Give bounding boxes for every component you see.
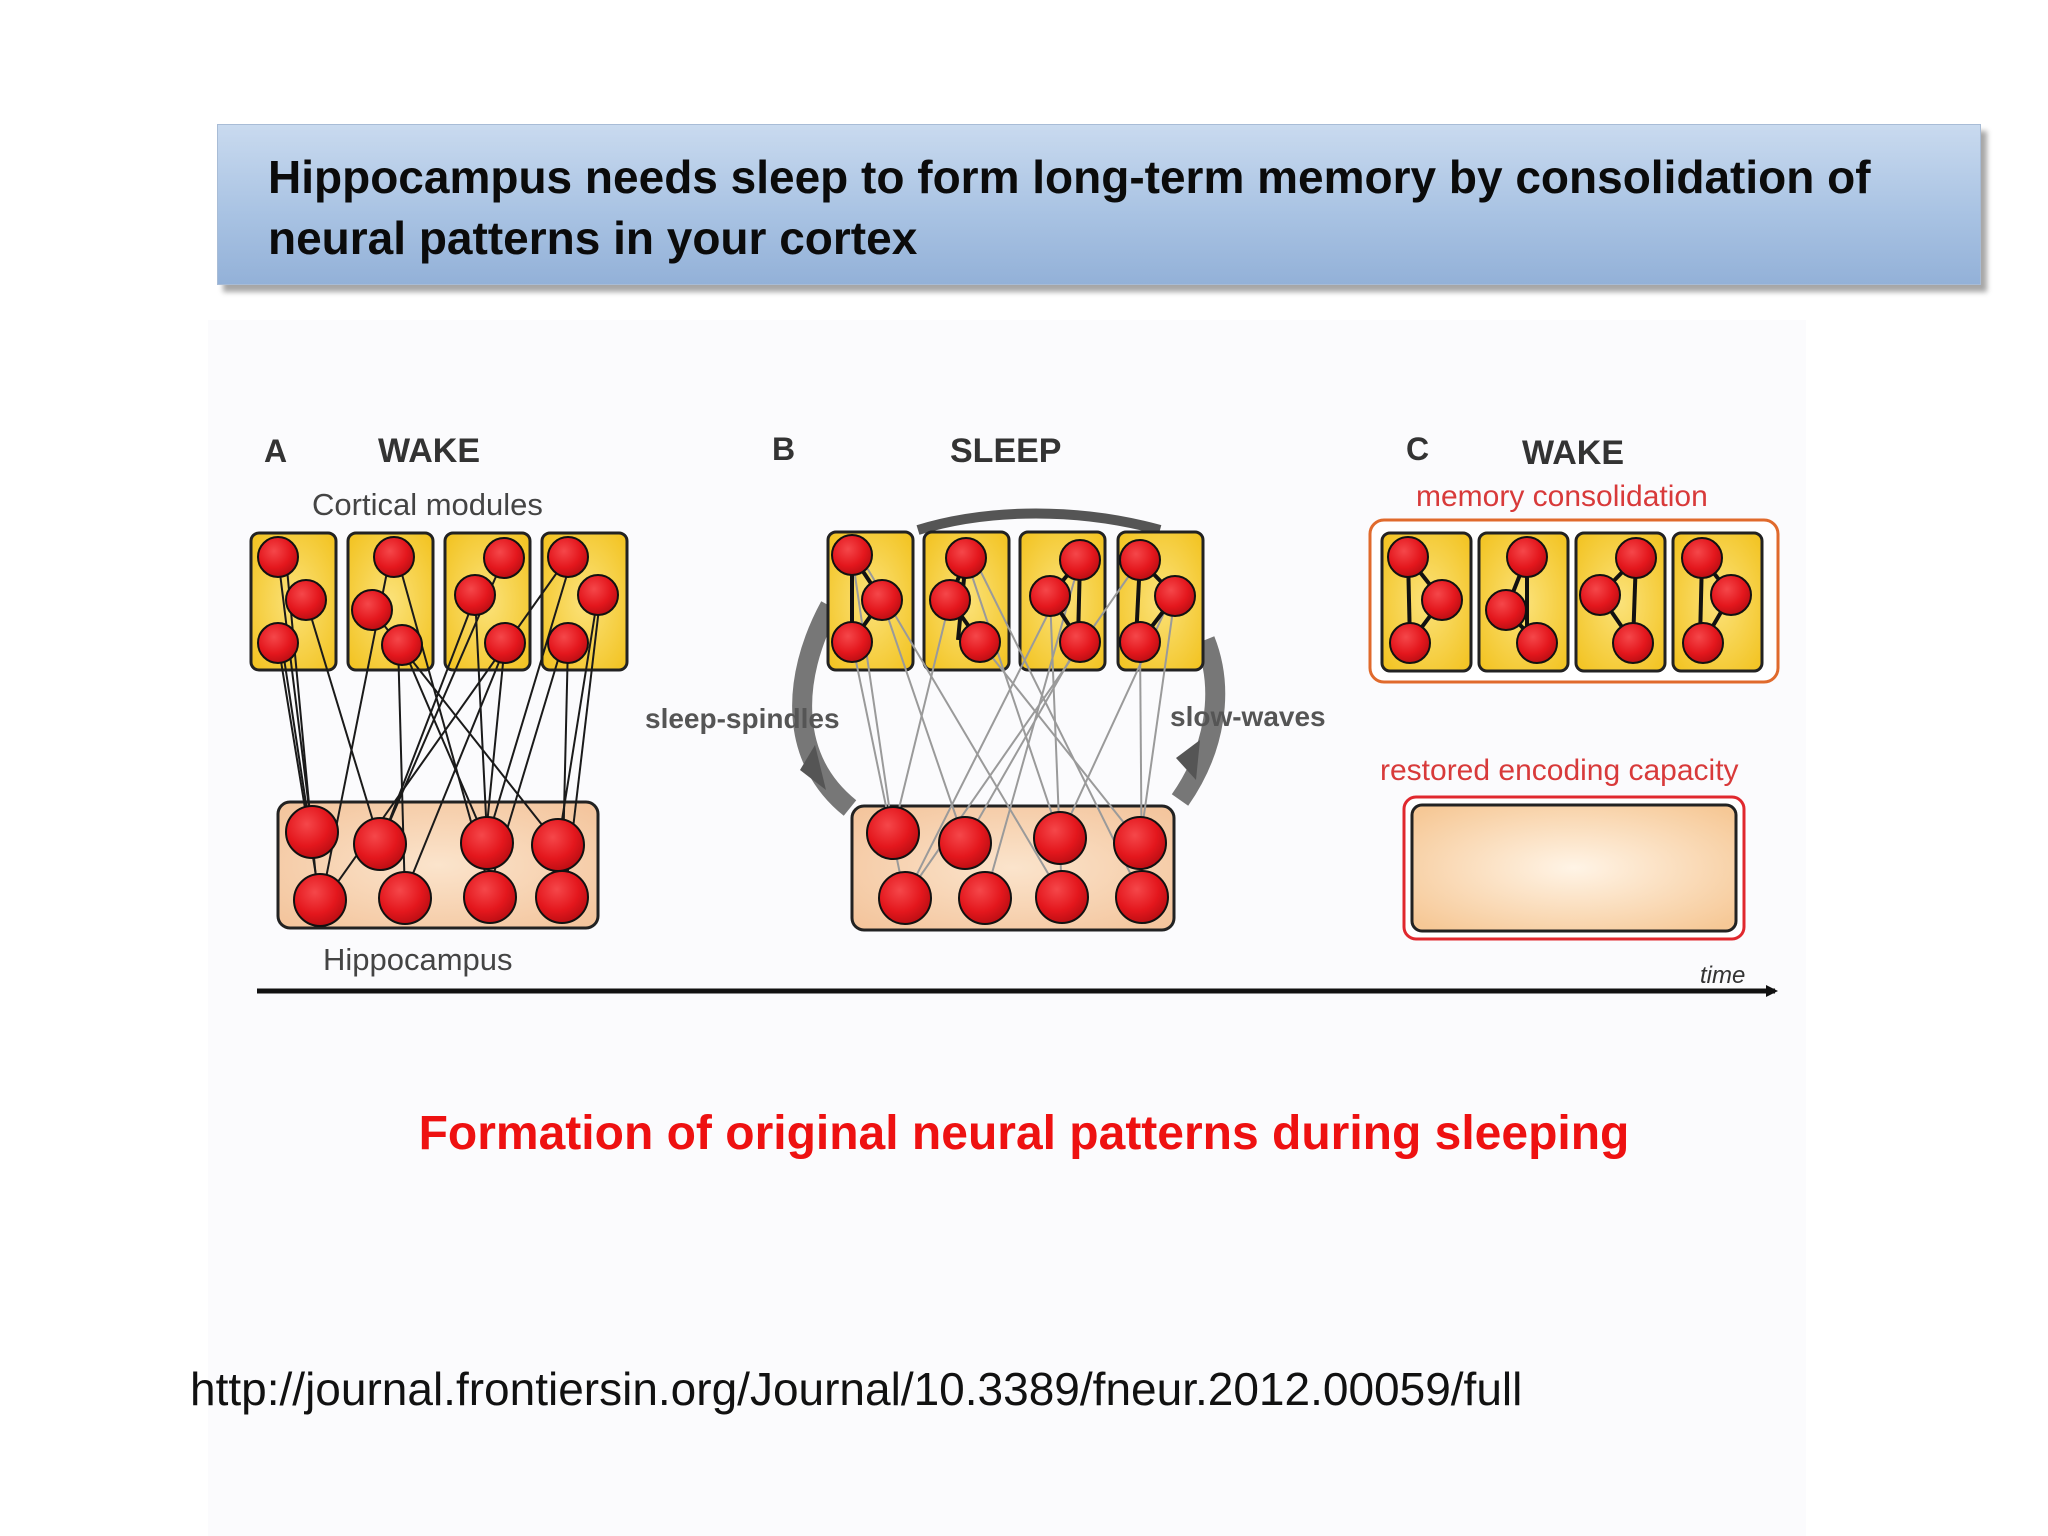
slide-content-panel [208, 320, 1806, 1536]
slide-title: Hippocampus needs sleep to form long-ter… [268, 151, 1871, 264]
source-link[interactable]: http://journal.frontiersin.org/Journal/1… [190, 1363, 1523, 1415]
diagram-caption: Formation of original neural patterns du… [418, 1107, 1630, 1160]
title-banner: Hippocampus needs sleep to form long-ter… [217, 124, 1981, 285]
